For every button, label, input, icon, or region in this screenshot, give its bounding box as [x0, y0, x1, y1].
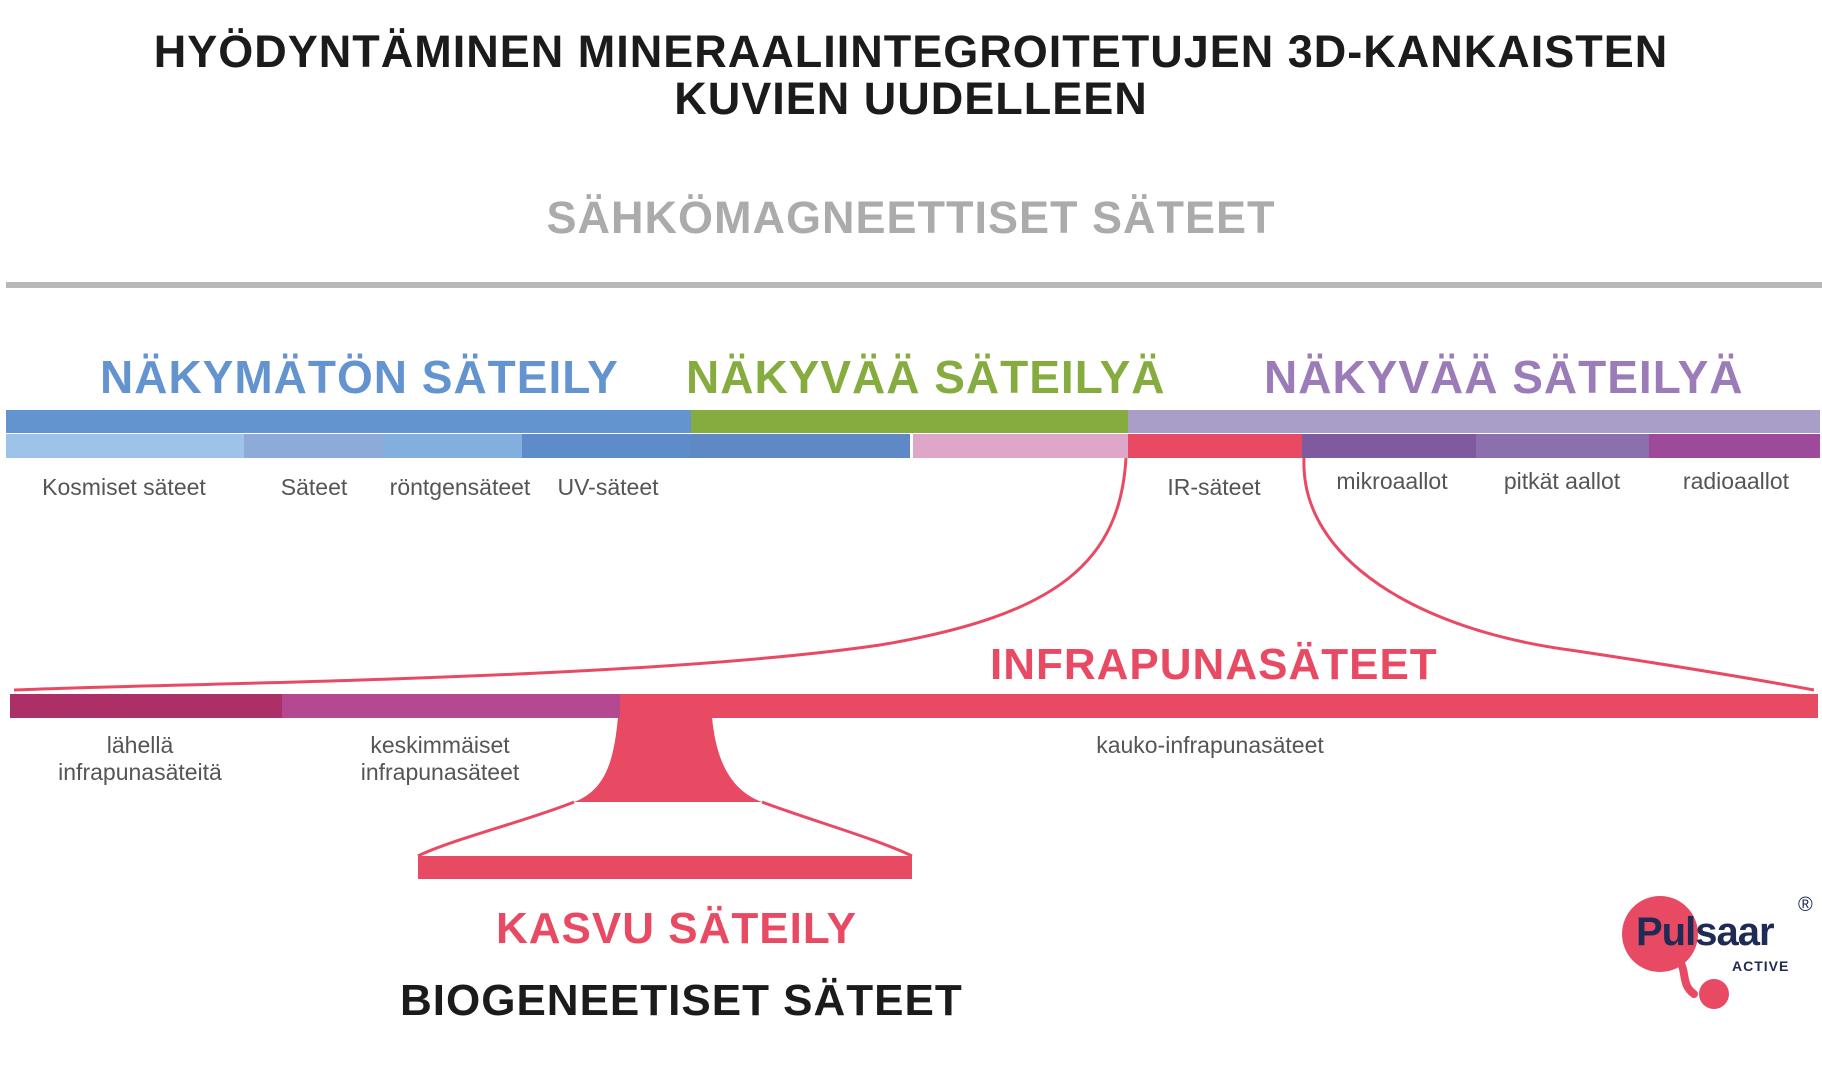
title-line-2: KUVIEN UUDELLEEN — [674, 73, 1148, 124]
label-ir: IR-säteet — [1167, 474, 1261, 500]
segment-long-wave — [1476, 434, 1649, 458]
zoom-curve-left — [13, 457, 1128, 692]
zoom-curve-right — [1302, 457, 1815, 692]
segment-xray — [384, 434, 522, 458]
funnel-curve-left — [417, 800, 575, 858]
segment-uv — [522, 434, 690, 458]
divider — [6, 282, 1822, 288]
label-mid-ir: keskimmäiset infrapunasäteet — [340, 732, 540, 786]
segment-microwave — [1302, 434, 1476, 458]
spectrum-bar-visible — [691, 410, 1128, 433]
label-far-ir: kauko-infrapunasäteet — [1096, 732, 1324, 758]
ir-segment-mid — [282, 694, 620, 718]
label-cosmic: Kosmiset säteet — [42, 474, 206, 500]
growth-funnel — [574, 717, 762, 802]
label-mid-ir-line-2: infrapunasäteet — [360, 759, 520, 785]
ir-segment-far — [620, 694, 1818, 718]
label-rays: Säteet — [280, 474, 348, 500]
logo-mark-icon — [1622, 896, 1729, 1009]
label-near-ir-line-1: lähellä — [106, 732, 174, 758]
label-microwave: mikroaallot — [1336, 468, 1448, 494]
label-mid-ir-line-1: keskimmäiset — [370, 732, 510, 758]
segment-cosmic — [6, 434, 244, 458]
growth-radiation-heading: KASVU SÄTEILY — [496, 904, 858, 953]
logo-text: Pulsaar — [1636, 910, 1775, 954]
label-near-ir: lähellä infrapunasäteitä — [40, 732, 240, 786]
infrared-heading: INFRAPUNASÄTEET — [990, 640, 1438, 689]
growth-bar — [418, 856, 912, 879]
band-heading-invisible: NÄKYMÄTÖN SÄTEILY — [100, 351, 619, 403]
ir-segment-near — [10, 694, 282, 718]
registered-mark: ® — [1798, 894, 1813, 916]
band-heading-visible: NÄKYVÄÄ SÄTEILYÄ — [686, 351, 1166, 403]
label-near-ir-line-2: infrapunasäteitä — [58, 759, 222, 785]
segment-radio — [1649, 434, 1820, 458]
biogenetic-heading: BIOGENEETISET SÄTEET — [400, 976, 963, 1025]
segment-rays — [244, 434, 384, 458]
section-subtitle: SÄHKÖMAGNEETTISET SÄTEET — [546, 192, 1276, 243]
band-heading-visible-2: NÄKYVÄÄ SÄTEILYÄ — [1264, 351, 1744, 403]
segment-ir — [1128, 434, 1302, 458]
funnel-curve-right — [761, 800, 913, 858]
spectrum-bar-visible-2 — [1128, 410, 1820, 433]
segment-visible-pink — [913, 434, 1128, 458]
pulsaar-logo: Pulsaar ® ACTIVE — [1618, 890, 1818, 1010]
label-uv: UV-säteet — [557, 474, 659, 500]
page-title: HYÖDYNTÄMINEN MINERAALIINTEGROITETUJEN 3… — [0, 28, 1822, 122]
title-line-1: HYÖDYNTÄMINEN MINERAALIINTEGROITETUJEN 3… — [153, 26, 1669, 77]
label-xray: röntgensäteet — [389, 474, 531, 500]
label-long-wave: pitkät aallot — [1503, 468, 1621, 494]
label-radio: radioaallot — [1682, 468, 1790, 494]
logo-subtext: ACTIVE — [1732, 958, 1790, 974]
segment-visible-blue — [690, 434, 910, 458]
spectrum-bar-invisible — [6, 410, 691, 433]
